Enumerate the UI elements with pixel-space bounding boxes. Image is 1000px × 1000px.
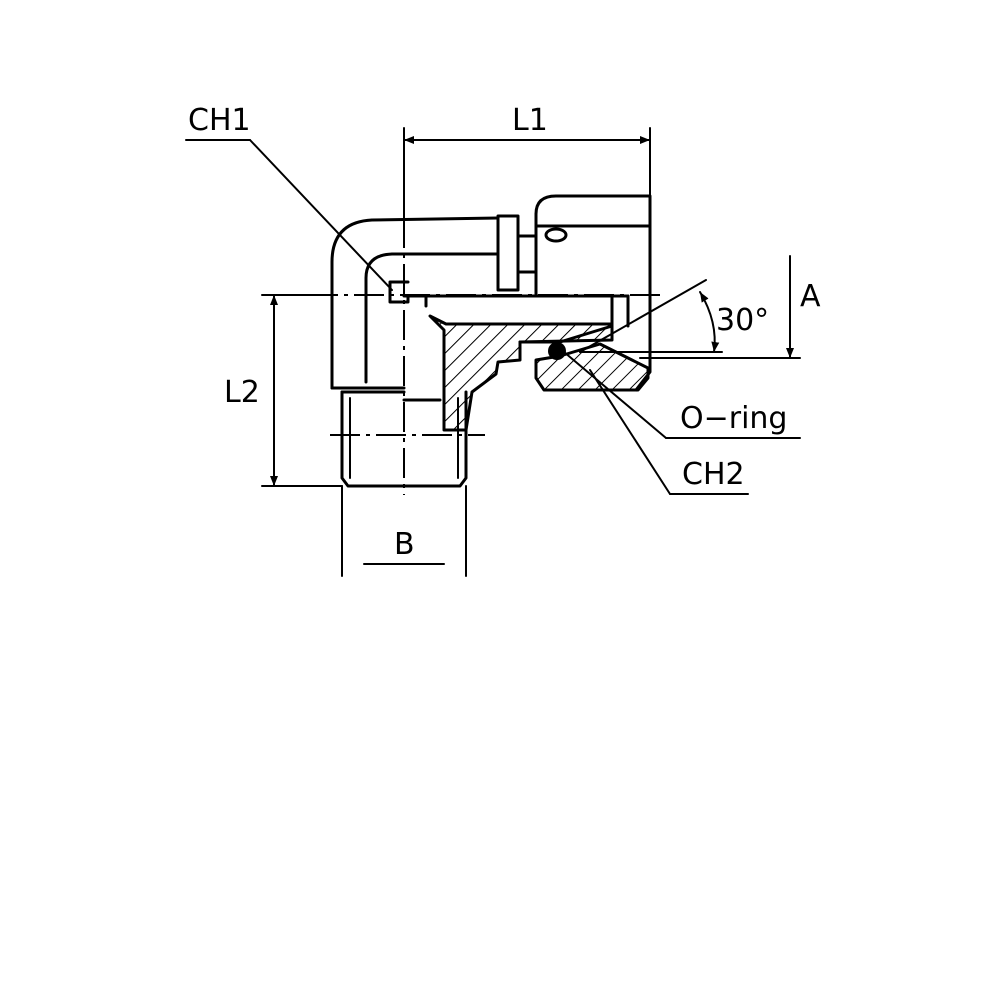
elbow-outer-contour (330, 216, 500, 390)
dimension-a: A (639, 255, 821, 359)
elbow-inner-contour (364, 252, 500, 384)
dimension-angle: 30° (579, 279, 769, 353)
ch2-leader (589, 369, 671, 495)
oring-label: O−ring (680, 401, 787, 436)
b-label: B (394, 527, 415, 562)
dimension-b: B (341, 485, 467, 577)
section-view (402, 294, 650, 432)
ch1-label: CH1 (188, 103, 251, 138)
callout-ch1: CH1 (185, 103, 393, 291)
spigot-left-contour (340, 390, 406, 488)
callout-ch2: CH2 (589, 369, 749, 495)
nut-right-lower-edge (634, 294, 652, 392)
thread-spigot (340, 390, 468, 488)
callout-oring: O−ring (563, 351, 801, 439)
oring-leader (563, 351, 667, 439)
spigot-right-contour (402, 390, 468, 488)
dimension-l2: L2 (224, 294, 343, 487)
a-label: A (800, 279, 821, 314)
cone-bore (518, 324, 614, 344)
angle-leg (579, 279, 707, 353)
ch2-label: CH2 (682, 457, 745, 492)
ch1-leader (249, 139, 393, 291)
nut-flat-oval (544, 227, 568, 243)
l2-label: L2 (224, 375, 260, 410)
dimension-l1: L1 (403, 103, 651, 219)
l1-label: L1 (512, 103, 548, 138)
angle-label: 30° (716, 303, 769, 338)
swivel-nut (496, 194, 652, 392)
nut-collar (496, 214, 520, 292)
angle-arc (699, 291, 720, 353)
o-ring-dot (548, 342, 566, 360)
nut-hex-body (534, 194, 652, 298)
